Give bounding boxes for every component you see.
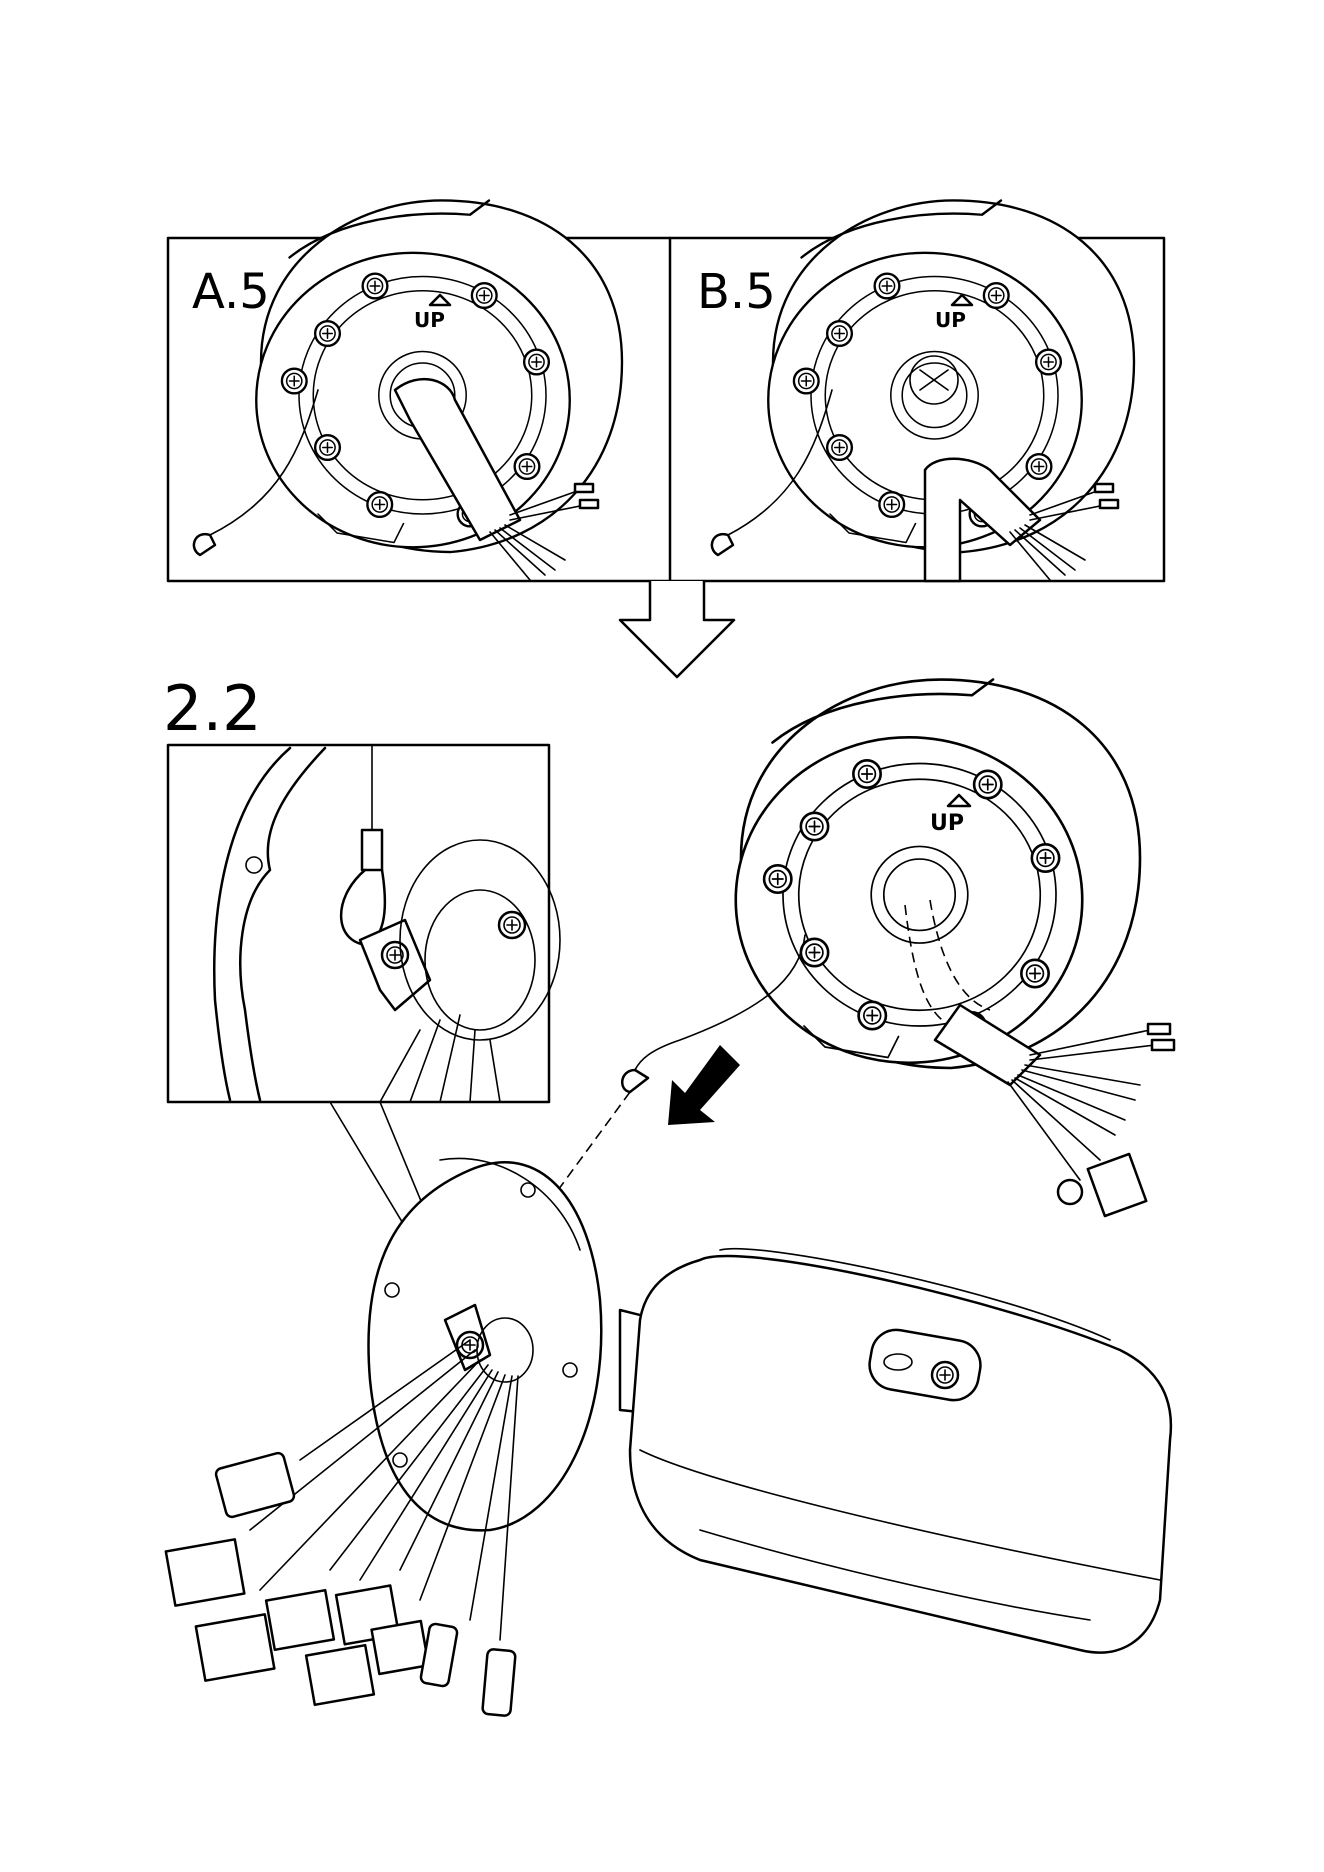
io-connector-4 xyxy=(306,1645,374,1705)
safety-loop-a xyxy=(194,534,215,555)
connector-tips-b xyxy=(1095,484,1118,508)
inset-wires xyxy=(380,1015,500,1102)
inset-hole-ring-outer xyxy=(400,840,560,1040)
io-connector-3 xyxy=(266,1590,334,1650)
top-panels: A.5 UP B.5 xyxy=(168,200,1164,581)
panel-a5: A.5 UP xyxy=(192,200,622,580)
diagonal-arrow-icon xyxy=(668,1045,740,1125)
up-mark-main: UP xyxy=(930,811,964,836)
up-mark-a: UP xyxy=(414,308,445,332)
down-arrow-icon xyxy=(620,581,734,677)
inset-screw-icon xyxy=(382,942,408,968)
camera-assembly xyxy=(368,1158,1170,1652)
inset-screw-2-icon xyxy=(499,912,525,938)
up-mark-b: UP xyxy=(935,308,966,332)
inset-ferrule xyxy=(362,830,382,870)
network-connector xyxy=(215,1452,296,1518)
mount-plate-a xyxy=(256,200,622,552)
panel-a5-label: A.5 xyxy=(192,264,270,320)
connector-tips-a xyxy=(575,484,598,508)
io-connector-1 xyxy=(166,1539,244,1605)
panel-b5: B.5 UP xyxy=(697,200,1134,581)
panel-b5-label: B.5 xyxy=(697,264,776,320)
inset-hole-ring-inner xyxy=(425,890,535,1030)
inset-plate-hole xyxy=(246,857,262,873)
io-connector-6 xyxy=(372,1621,429,1674)
io-connector-2 xyxy=(196,1614,274,1680)
step-label: 2.2 xyxy=(163,672,262,745)
camera-screw-icon xyxy=(932,1362,958,1388)
safety-loop-main xyxy=(622,1070,648,1092)
barrel-connector-2 xyxy=(482,1649,516,1716)
inset-plate-edge-outer xyxy=(214,748,290,1100)
barrel-connector-1 xyxy=(420,1623,458,1687)
safety-loop-b xyxy=(712,534,733,555)
inset-plate-edge-inner xyxy=(240,748,325,1100)
connectors-main xyxy=(1058,1024,1174,1216)
camera-body xyxy=(630,1256,1171,1652)
